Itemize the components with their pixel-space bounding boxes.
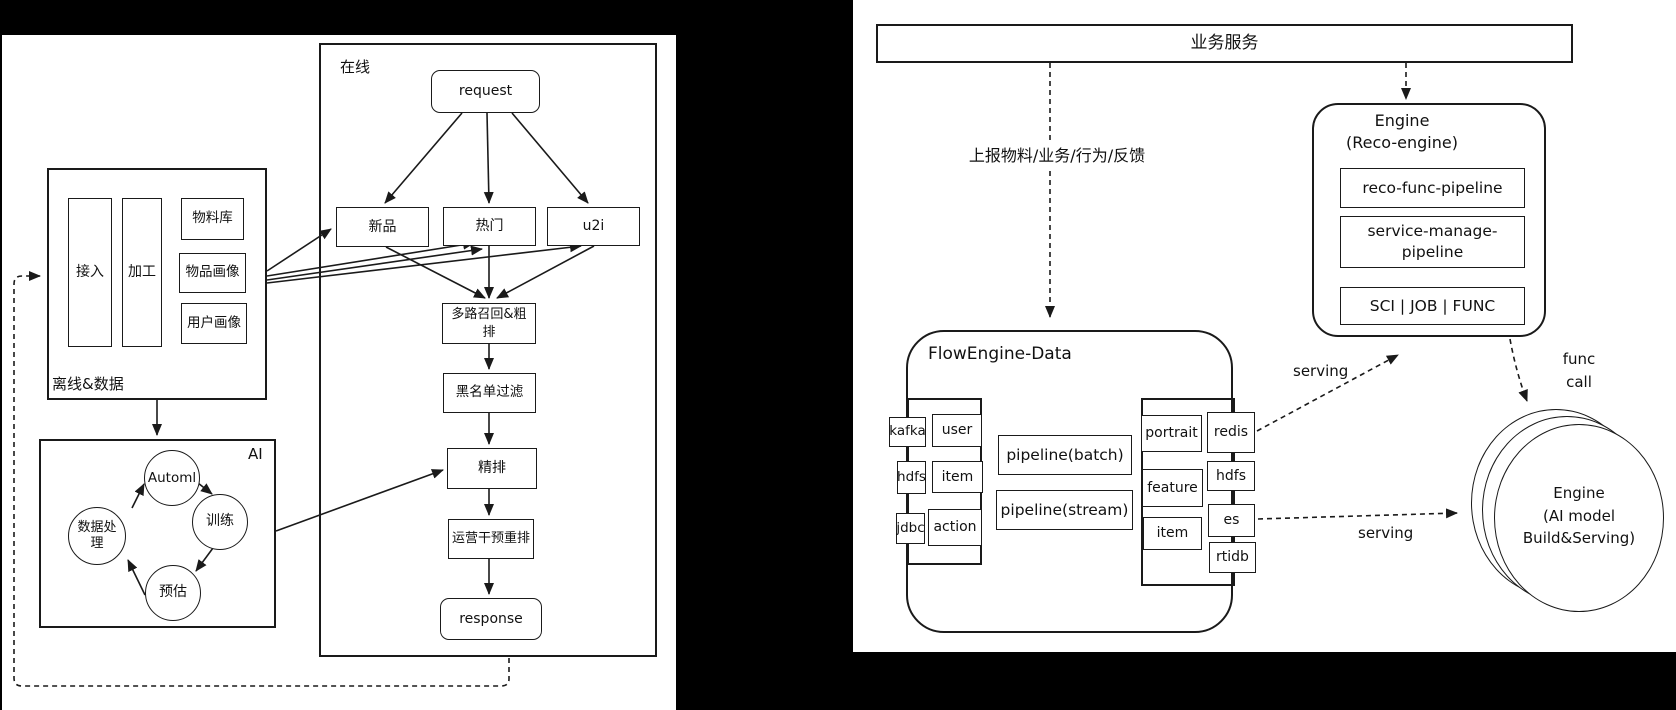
arrow-xinpin-to-recall [385, 246, 486, 299]
arrow-request-to-xinpin [384, 112, 463, 204]
remen-node: 热门 [443, 207, 536, 246]
fine-rank-node: 精排 [447, 448, 537, 489]
arrow-shuju-to-automl [131, 483, 145, 509]
ai-engine-label-line2: (AI model [1542, 506, 1615, 525]
item2-node: item [1143, 517, 1202, 550]
reco-func-pipeline-node: reco-func-pipeline [1340, 168, 1525, 208]
arrow-automl-to-xunlian [197, 482, 213, 495]
offline-group-label: 离线&数据 [52, 375, 124, 393]
redis-node: redis [1207, 412, 1255, 453]
arrow-ai-to-fine [275, 469, 444, 532]
ai-engine-circle-front [1494, 424, 1664, 612]
blacklist-node: 黑名单过滤 [443, 373, 536, 413]
biz-service-bar: 业务服务 [876, 24, 1573, 63]
jiagong-node: 加工 [122, 198, 162, 347]
response-node: response [440, 598, 542, 640]
multi-recall-node: 多路召回&粗排 [442, 303, 536, 344]
arrow-yugu-to-shuju [127, 559, 146, 596]
yugu-node: 预估 [145, 565, 201, 621]
reco-engine-title-line1: Engine [1374, 111, 1430, 130]
xunlian-node: 训练 [192, 494, 248, 550]
reco-engine-title: Engine (Reco-engine) [1312, 110, 1492, 153]
action-node: action [928, 509, 982, 546]
dashed-serving-to-aiengine [1257, 508, 1458, 520]
jdbc-node: jdbc [896, 513, 925, 544]
xinpin-node: 新品 [336, 207, 429, 247]
dashed-func-call [1509, 338, 1528, 402]
feature-node: feature [1142, 469, 1203, 507]
arrow-data-to-remen-2 [266, 245, 483, 281]
left-diagram-panel [2, 35, 676, 710]
u2i-node: u2i [547, 207, 640, 246]
reco-engine-title-line2: (Reco-engine) [1346, 132, 1458, 152]
arrow-u2i-to-recall [496, 245, 595, 299]
wupin-huaxiang-node: 物品画像 [179, 253, 246, 293]
ai-group-label: AI [248, 445, 263, 463]
request-node: request [431, 70, 540, 113]
offline-group-box [47, 168, 267, 400]
yonghu-huaxiang-node: 用户画像 [181, 303, 247, 344]
hdfs2-node: hdfs [1207, 461, 1255, 491]
wuliaoku-node: 物料库 [181, 198, 244, 240]
sci-job-func-node: SCI | JOB | FUNC [1340, 287, 1525, 325]
online-group-box [319, 43, 657, 657]
func-call-line2: call [1566, 372, 1592, 391]
arrow-request-to-remen [483, 112, 494, 204]
arrow-request-to-u2i [511, 112, 589, 204]
item-node: item [932, 461, 983, 493]
kafka-node: kafka [889, 417, 926, 447]
online-group-label: 在线 [340, 58, 371, 76]
ops-rerank-node: 运营干预重排 [448, 519, 534, 559]
hdfs-node: hdfs [897, 461, 926, 494]
shuju-chuli-node: 数据处理 [68, 507, 126, 565]
es-node: es [1208, 504, 1255, 537]
flowengine-data-title: FlowEngine-Data [928, 344, 1072, 364]
portrait-node: portrait [1141, 415, 1202, 452]
automl-node: Automl [144, 450, 200, 506]
rtidb-node: rtidb [1209, 542, 1256, 573]
ai-engine-label-line3: Build&Serving) [1522, 529, 1636, 547]
arrow-xunlian-to-yugu [195, 547, 214, 572]
report-label: 上报物料/业务/行为/反馈 [948, 144, 1166, 168]
arrow-data-to-remen-1 [266, 239, 475, 277]
serving-label-2: serving [1358, 524, 1414, 542]
ai-engine-label-line1: Engine [1553, 484, 1605, 502]
jieru-node: 接入 [68, 198, 112, 347]
pipeline-stream-node: pipeline(stream) [996, 490, 1133, 530]
pipeline-batch-node: pipeline(batch) [998, 435, 1132, 475]
user-node: user [932, 414, 982, 447]
func-call-label: func call [1548, 348, 1610, 393]
ai-group-box [39, 439, 276, 628]
service-manage-pipeline-node: service-manage-pipeline [1340, 216, 1525, 268]
func-call-line1: func [1562, 350, 1596, 368]
serving-label-1: serving [1293, 362, 1349, 380]
ai-engine-label: Engine (AI model Build&Serving) [1504, 482, 1654, 550]
